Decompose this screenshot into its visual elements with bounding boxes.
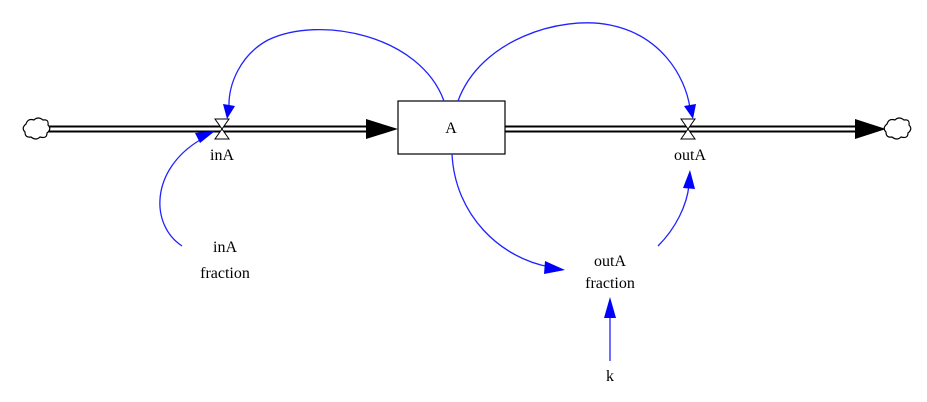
link-inA-fraction-to-inA[interactable] [159, 131, 215, 247]
link-k-to-outA-fraction[interactable] [604, 297, 616, 361]
link-inA-fraction-to-inA-arrowhead [195, 131, 215, 143]
aux-outA-fraction-line1: outA [594, 253, 626, 270]
aux-outA-fraction[interactable]: outA fraction [585, 253, 635, 292]
aux-inA-fraction[interactable]: inA fraction [200, 239, 250, 282]
flow-outA-label[interactable]: outA [674, 147, 706, 164]
stock-A-label: A [445, 120, 457, 137]
source-cloud-icon[interactable] [22, 117, 51, 140]
link-A-to-outA-arrowhead [684, 104, 696, 119]
stock-A[interactable]: A [397, 100, 506, 155]
flow-inA-arrowhead [366, 119, 398, 139]
valve-inA-icon[interactable] [214, 118, 230, 140]
link-A-to-inA-arrowhead [223, 104, 235, 119]
flow-outA-pipe[interactable] [505, 119, 886, 139]
link-A-to-outA-fraction-arrowhead [544, 261, 565, 274]
link-A-to-inA[interactable] [223, 29, 445, 119]
link-outA-fraction-to-outA-arrowhead [683, 170, 695, 189]
aux-inA-fraction-line1: inA [213, 239, 237, 256]
aux-outA-fraction-line2: fraction [585, 275, 635, 292]
link-k-to-outA-fraction-arrowhead [604, 297, 616, 318]
link-outA-fraction-to-outA[interactable] [657, 170, 695, 247]
aux-inA-fraction-line2: fraction [200, 265, 250, 282]
sink-cloud-icon[interactable] [883, 117, 912, 140]
flow-inA-label[interactable]: inA [210, 147, 234, 164]
flow-inA-pipe[interactable] [46, 119, 398, 139]
link-A-to-outA-fraction[interactable] [451, 153, 565, 274]
flow-outA-arrowhead [855, 119, 886, 139]
aux-k[interactable]: k [606, 368, 614, 385]
valve-outA-icon[interactable] [680, 118, 696, 140]
link-A-to-outA[interactable] [457, 22, 696, 119]
